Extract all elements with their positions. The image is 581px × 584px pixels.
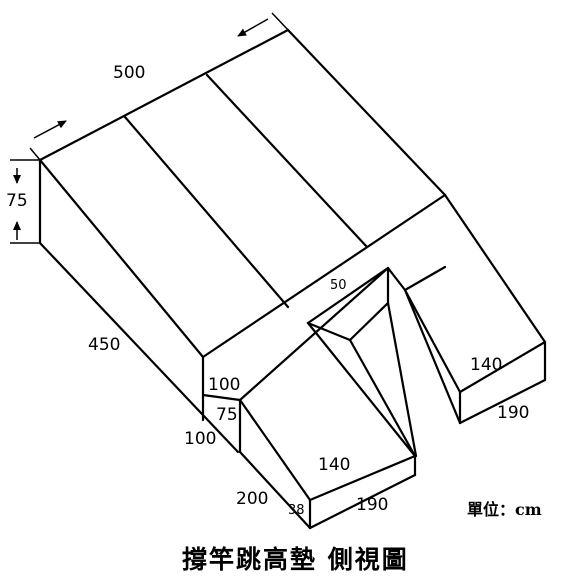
arrow-top-left <box>33 120 67 139</box>
right-slope-top <box>443 193 547 344</box>
label-left-prong-width: 190 <box>356 495 388 515</box>
right-front-top <box>458 340 547 394</box>
notch-back-edge <box>386 266 407 292</box>
label-step-height-bottom: 100 <box>184 429 216 449</box>
top-divider-2 <box>205 73 369 249</box>
notch-inner-back <box>306 266 390 325</box>
unit-label: 單位：cm <box>467 500 542 519</box>
label-right-prong-length: 140 <box>470 355 502 375</box>
notch-inner-floor-back <box>306 321 352 342</box>
top-right-tick <box>271 12 291 33</box>
bottom-left-long-edge <box>38 241 240 454</box>
left-prong-front-bottom <box>308 473 417 530</box>
top-right-long-edge <box>286 28 447 197</box>
top-back-edge <box>38 28 290 162</box>
left-prong-inner <box>348 338 417 458</box>
right-prong-inner-lower <box>403 288 462 425</box>
label-step-height-top: 100 <box>208 375 240 395</box>
notch-inner-diag <box>348 301 390 342</box>
top-left-long-edge <box>38 158 205 359</box>
label-front-block-height: 75 <box>216 405 238 425</box>
step-lower-edge <box>201 393 242 402</box>
notch-right-top <box>403 265 447 292</box>
notch-inner-right-floor <box>386 301 418 458</box>
top-left-tick <box>29 147 41 161</box>
label-height: 75 <box>6 191 28 211</box>
left-prong-slope <box>238 398 312 502</box>
dimension-arrows <box>10 12 291 244</box>
label-front-step-depth: 200 <box>236 489 268 509</box>
right-prong-inner-edge <box>403 288 462 394</box>
mat-outline <box>38 28 547 530</box>
arrow-top-right <box>237 18 269 37</box>
left-prong-bottom <box>238 450 312 530</box>
right-front-bottom <box>458 378 547 425</box>
label-front-edge: 38 <box>288 503 305 518</box>
notch-left-top <box>238 266 390 402</box>
label-side-length: 450 <box>88 335 120 355</box>
top-divider-1 <box>123 115 290 309</box>
diagram-title: 撐竿跳高墊 側視圖 <box>182 545 409 574</box>
label-right-prong-width: 190 <box>497 403 529 423</box>
label-gap-width: 50 <box>330 278 347 293</box>
left-prong-front-top <box>308 454 417 502</box>
label-left-prong-length: 140 <box>318 455 350 475</box>
step-front-edge <box>201 193 447 359</box>
left-prong-top-right <box>306 321 417 458</box>
label-top-length: 500 <box>113 63 145 83</box>
